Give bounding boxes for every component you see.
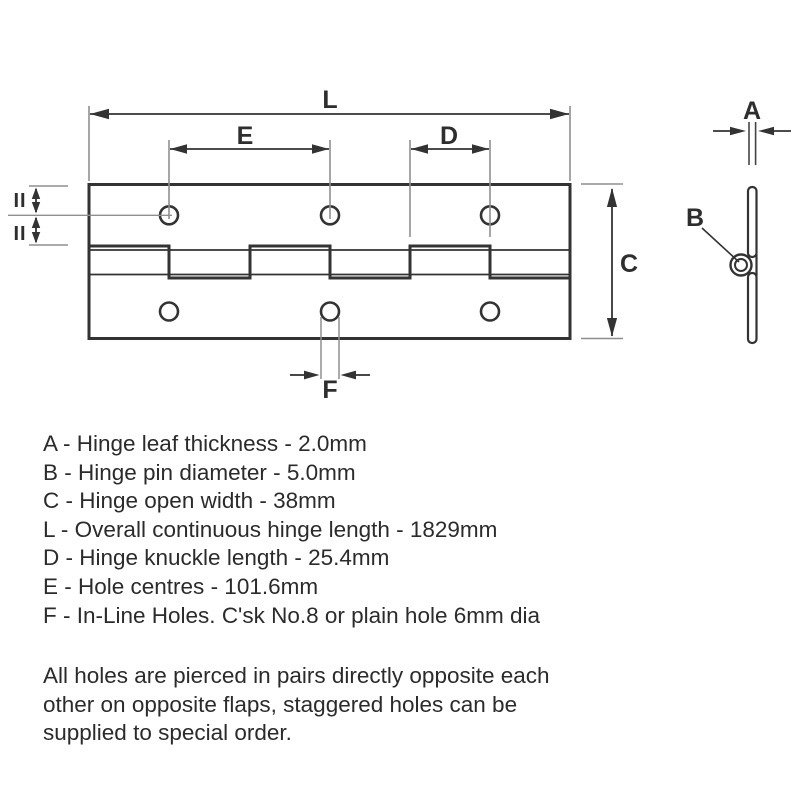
hole bbox=[158, 301, 180, 322]
legend-item-c: C - Hinge open width - 38mm bbox=[43, 488, 336, 514]
arrowhead-right-icon bbox=[312, 144, 329, 154]
legend-item-f: F - In-Line Holes. C'sk No.8 or plain ho… bbox=[43, 602, 540, 628]
arrowhead-up-icon bbox=[606, 188, 618, 207]
dimension-label-l: L bbox=[322, 86, 337, 114]
arrowhead-down-icon bbox=[31, 232, 41, 244]
arrowhead-right-icon bbox=[304, 370, 320, 380]
legend-item-l: L - Overall continuous hinge length - 18… bbox=[43, 516, 498, 542]
arrowhead-down-icon bbox=[31, 202, 41, 214]
leaf-plate-upper bbox=[746, 185, 758, 259]
dimension-label-d: D bbox=[440, 122, 458, 150]
dimension-e: E bbox=[168, 122, 331, 219]
legend-item-a: A - Hinge leaf thickness - 2.0mm bbox=[43, 431, 367, 456]
arrowhead-up-icon bbox=[31, 216, 41, 228]
legend-item-e: E - Hole centres - 101.6mm bbox=[43, 573, 319, 599]
arrowhead-right-icon bbox=[550, 108, 569, 120]
dimension-label-e: E bbox=[237, 122, 254, 150]
equal-mark-top: II bbox=[13, 190, 26, 212]
hole bbox=[479, 301, 501, 322]
knuckle-line bbox=[89, 244, 570, 280]
dimension-label-b: B bbox=[686, 204, 704, 232]
note-line: All holes are pierced in pairs directly … bbox=[43, 663, 550, 688]
arrowhead-down-icon bbox=[606, 318, 618, 337]
arrowhead-left-icon bbox=[170, 144, 187, 154]
dimension-label-f: F bbox=[322, 376, 337, 404]
arrowhead-left-icon bbox=[340, 370, 356, 380]
dimension-legend: A - Hinge leaf thickness - 2.0mm B - Hin… bbox=[43, 430, 540, 630]
dimension-label-c: C bbox=[620, 250, 638, 278]
dimension-l: L bbox=[88, 86, 571, 181]
dimension-c: C bbox=[581, 183, 638, 340]
side-view: A B bbox=[686, 97, 791, 345]
note-line: other on opposite flaps, staggered holes… bbox=[43, 691, 518, 717]
dimension-d: D bbox=[409, 122, 491, 237]
hinge-diagram-svg: L E D C II II bbox=[8, 86, 791, 404]
note-line: supplied to special order. bbox=[43, 720, 292, 746]
hinge-technical-drawing: L E D C II II bbox=[8, 86, 791, 404]
dimension-f: F bbox=[290, 317, 370, 404]
leaf-plate-lower bbox=[746, 271, 758, 345]
hole bbox=[319, 301, 341, 322]
arrowhead-left-icon bbox=[411, 144, 428, 154]
arrowhead-left-icon bbox=[90, 108, 109, 120]
arrowhead-up-icon bbox=[31, 187, 41, 199]
holes-note: All holes are pierced in pairs directly … bbox=[43, 662, 550, 748]
equal-margin-marks: II II bbox=[8, 185, 172, 246]
legend-item-d: D - Hinge knuckle length - 25.4mm bbox=[43, 545, 390, 571]
legend-item-b: B - Hinge pin diameter - 5.0mm bbox=[43, 459, 356, 485]
leader-line bbox=[701, 227, 740, 263]
arrowhead-right-icon bbox=[730, 126, 746, 136]
dimension-label-a: A bbox=[743, 97, 761, 125]
arrowhead-right-icon bbox=[472, 144, 489, 154]
arrowhead-left-icon bbox=[758, 126, 774, 136]
equal-mark-bottom: II bbox=[13, 223, 26, 245]
